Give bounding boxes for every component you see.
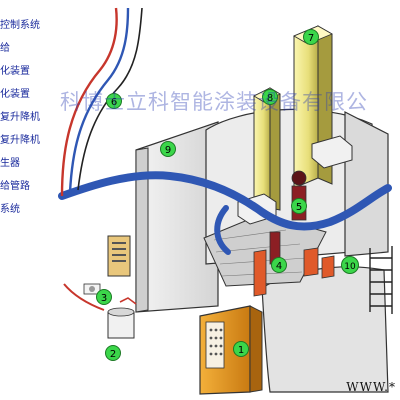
door-right	[321, 255, 335, 279]
marker-7-label: 7	[308, 33, 314, 44]
front-curved-wall	[261, 266, 389, 393]
marker-4: 4	[271, 257, 287, 273]
marker-1: 1	[233, 341, 249, 357]
marker-3-label: 3	[101, 293, 107, 304]
marker-5: 5	[291, 198, 307, 214]
wall-control-box-slots	[112, 242, 126, 262]
marker-4-label: 4	[276, 261, 282, 272]
marker-2: 2	[105, 345, 121, 361]
supply-line-red	[60, 7, 118, 197]
legend-item-9: 系统	[0, 204, 20, 215]
legend-list: 控制系统 给 化装置 化装置 复升降机 复升降机 生器 给管路 系统	[0, 14, 64, 221]
paint-feed-line	[63, 283, 105, 311]
marker-7: 7	[303, 29, 319, 45]
marker-10-label: 10	[344, 262, 356, 272]
paint-tank	[107, 297, 137, 339]
marker-9: 9	[160, 141, 176, 157]
conveyor-branch	[214, 205, 231, 255]
ladder	[369, 246, 393, 314]
door-left	[253, 249, 267, 297]
legend-item-7: 生器	[0, 158, 20, 169]
supply-line-black	[77, 7, 143, 191]
paint-pump	[83, 283, 101, 295]
legend-item-2: 给	[0, 43, 10, 54]
legend-item-4: 化装置	[0, 89, 30, 100]
cabinet-buttons	[209, 328, 223, 356]
legend-item-3: 化装置	[0, 66, 30, 77]
legend-item-8: 给管路	[0, 181, 30, 192]
marker-8-label: 8	[267, 93, 273, 104]
legend-item-5: 复升降机	[0, 112, 40, 123]
door-middle	[303, 247, 319, 277]
control-cabinet-side	[249, 305, 263, 393]
marker-8: 8	[262, 89, 278, 105]
right-wall-panel	[344, 111, 389, 257]
marker-9-label: 9	[165, 145, 171, 156]
marker-1-label: 1	[238, 345, 244, 356]
footer-url: WWW.*	[346, 380, 396, 394]
left-wall-edge	[135, 147, 149, 313]
marker-6: 6	[106, 93, 122, 109]
marker-6-label: 6	[111, 97, 117, 108]
watermark-text: 科博士立科智能涂装设备有限公	[60, 90, 368, 114]
carriage-right	[311, 135, 353, 169]
supply-line-blue	[68, 7, 130, 193]
marker-2-label: 2	[110, 349, 116, 360]
marker-10: 10	[341, 256, 359, 274]
legend-item-6: 复升降机	[0, 135, 40, 146]
cabinet-panel	[205, 321, 225, 369]
spray-robot-head	[291, 170, 307, 186]
conveyor-pipe	[58, 171, 392, 231]
legend-item-1: 控制系统	[0, 20, 40, 31]
marker-5-label: 5	[296, 202, 302, 213]
marker-3: 3	[96, 289, 112, 305]
